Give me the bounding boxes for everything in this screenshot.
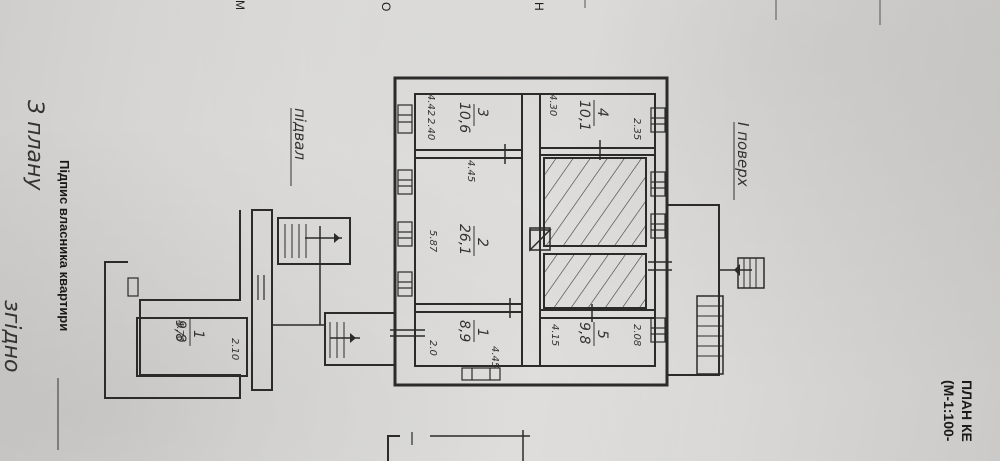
- plan-title: ПЛАН КЕ: [959, 380, 975, 442]
- basement-plan: [104, 209, 351, 399]
- margin-letter-top: М: [233, 0, 247, 10]
- room-number: 3: [474, 108, 490, 117]
- room-5: 5 9,8: [576, 322, 610, 346]
- room-1: 1 8,9: [456, 320, 490, 342]
- room-number: 4: [594, 108, 610, 117]
- lower-partial-plan: [387, 430, 530, 461]
- handwritten-note-1: З плану: [22, 100, 47, 191]
- owner-signature-label-group: Підпис власника квартири: [57, 160, 72, 450]
- room-number: 1: [474, 328, 490, 337]
- room-2: 2 26,1: [456, 224, 490, 256]
- owner-signature-label: Підпис власника квартири: [57, 160, 72, 331]
- room-4-dim-a: 4.30: [547, 94, 558, 116]
- first-floor-label: І поверх: [734, 122, 752, 187]
- room-3-dim-a: 4.42: [425, 94, 436, 116]
- handwritten-note-2: згідно: [0, 300, 24, 372]
- room-area: 26,1: [456, 224, 472, 255]
- room-5-dim-b: 2.08: [631, 324, 642, 346]
- basement-label: підвал: [291, 108, 309, 160]
- first-floor-plan: [324, 76, 765, 387]
- room-area: 9,8: [172, 320, 188, 342]
- plan-scale-group: (М-1:100-: [941, 380, 957, 442]
- room-3-dim-b: 2.40: [425, 118, 436, 140]
- room-4-dim-b: 2.35: [631, 118, 642, 140]
- room-5-dim-a: 4.15: [549, 324, 560, 346]
- basement-room: 1 9,8: [172, 318, 206, 346]
- room-3-dim-c: 4.45: [465, 160, 476, 182]
- basement-room-dim-a: 4.70: [174, 320, 185, 342]
- room-area: 9,8: [576, 322, 592, 344]
- room-4: 4 10,1: [576, 100, 610, 131]
- room-number: 1: [190, 330, 206, 339]
- room-2-dim-a: 5.87: [427, 230, 438, 253]
- plan-scale: (М-1:100-: [941, 380, 957, 442]
- room-1-dim-a: 2.0: [427, 340, 438, 356]
- room-number: 5: [594, 330, 610, 339]
- room-number: 2: [474, 238, 490, 247]
- basement-room-dim-b: 2.10: [229, 338, 240, 360]
- room-area: 10,1: [576, 100, 592, 131]
- margin-letter-lower: Н: [532, 2, 546, 11]
- room-area: 10,6: [456, 102, 472, 133]
- margin-letter-middle: О: [379, 2, 393, 11]
- room-area: 8,9: [456, 320, 472, 342]
- room-3: 3 10,6: [456, 102, 490, 133]
- plan-title-group: ПЛАН КЕ: [959, 380, 975, 442]
- room-1-dim-b: 4.45: [489, 346, 500, 368]
